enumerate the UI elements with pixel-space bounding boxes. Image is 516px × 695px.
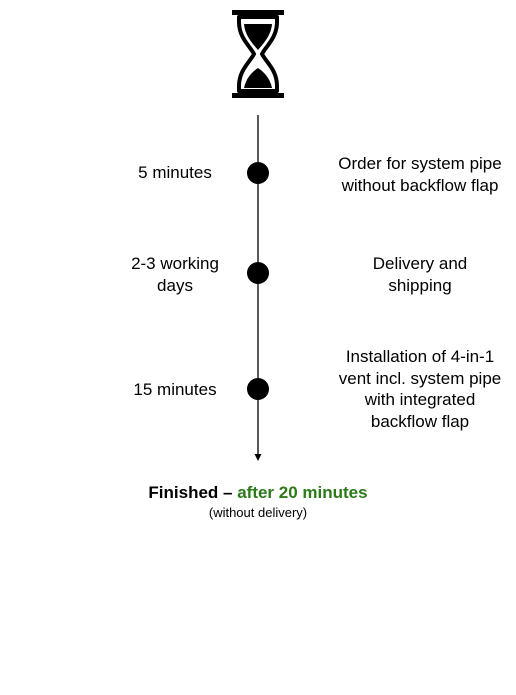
step-3-description-line-4: backflow flap [370,411,470,431]
step-2-description-line-2: shipping [388,275,452,295]
step-3-duration: 15 minutes [105,379,245,401]
finish-highlight: after 20 minutes [237,483,368,502]
finish-summary: Finished – after 20 minutes [108,482,408,503]
step-3-description-line-1: Installation of 4-in-1 [345,347,495,366]
timeline-arrowhead [254,454,262,461]
timeline-marker-3 [247,378,269,400]
step-3-duration-line-1: 15 minutes [133,380,217,399]
step-3-description-line-2: vent incl. system pipe [338,368,502,388]
step-1-description-line-1: Order for system pipe [338,154,502,173]
step-3-description-line-3: with integrated [364,390,476,409]
step-1-description-line-2: without backflow flap [341,175,499,195]
timeline-marker-1 [247,162,269,184]
step-2-duration: 2-3 working days [105,253,245,296]
timeline [247,115,269,461]
step-1-duration-line-1: 5 minutes [138,163,212,182]
step-1-description: Order for system pipe without backflow f… [325,153,515,196]
step-1-duration: 5 minutes [105,162,245,184]
step-2-description-line-1: Delivery and [372,254,468,273]
step-2-duration-line-1: 2-3 working [131,254,219,273]
step-3-description: Installation of 4-in-1 vent incl. system… [325,346,515,432]
finish-prefix: Finished – [148,483,238,502]
step-2-description: Delivery and shipping [325,253,515,296]
hourglass-icon [232,10,284,98]
step-2-duration-line-2: days [157,275,193,295]
finish-note: (without delivery) [208,505,308,520]
timeline-marker-2 [247,262,269,284]
